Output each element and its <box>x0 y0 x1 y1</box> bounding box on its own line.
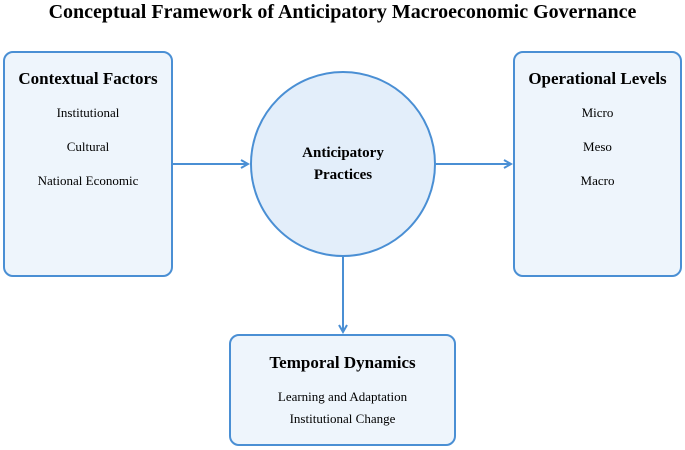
contextual-factors-heading: Contextual Factors <box>18 69 158 88</box>
contextual-factor-item: Institutional <box>56 105 120 120</box>
contextual-factors-box: Contextual Factors Institutional Cultura… <box>3 51 173 277</box>
operational-level-item: Meso <box>583 139 612 154</box>
operational-levels-box: Operational Levels Micro Meso Macro <box>513 51 682 277</box>
contextual-factor-item: Cultural <box>66 139 110 154</box>
anticipatory-practices-node: Anticipatory Practices <box>250 71 436 257</box>
operational-level-item: Macro <box>580 173 615 188</box>
temporal-dynamics-item: Institutional Change <box>289 411 396 426</box>
operational-level-item: Micro <box>581 105 614 120</box>
anticipatory-practices-label: Anticipatory Practices <box>302 145 384 183</box>
temporal-dynamics-item: Learning and Adaptation <box>277 389 408 404</box>
operational-levels-heading: Operational Levels <box>528 69 667 88</box>
temporal-dynamics-box: Temporal Dynamics Learning and Adaptatio… <box>229 334 456 446</box>
diagram-title: Conceptual Framework of Anticipatory Mac… <box>48 1 637 23</box>
temporal-dynamics-heading: Temporal Dynamics <box>269 353 416 372</box>
contextual-factor-item: National Economic <box>37 173 139 188</box>
